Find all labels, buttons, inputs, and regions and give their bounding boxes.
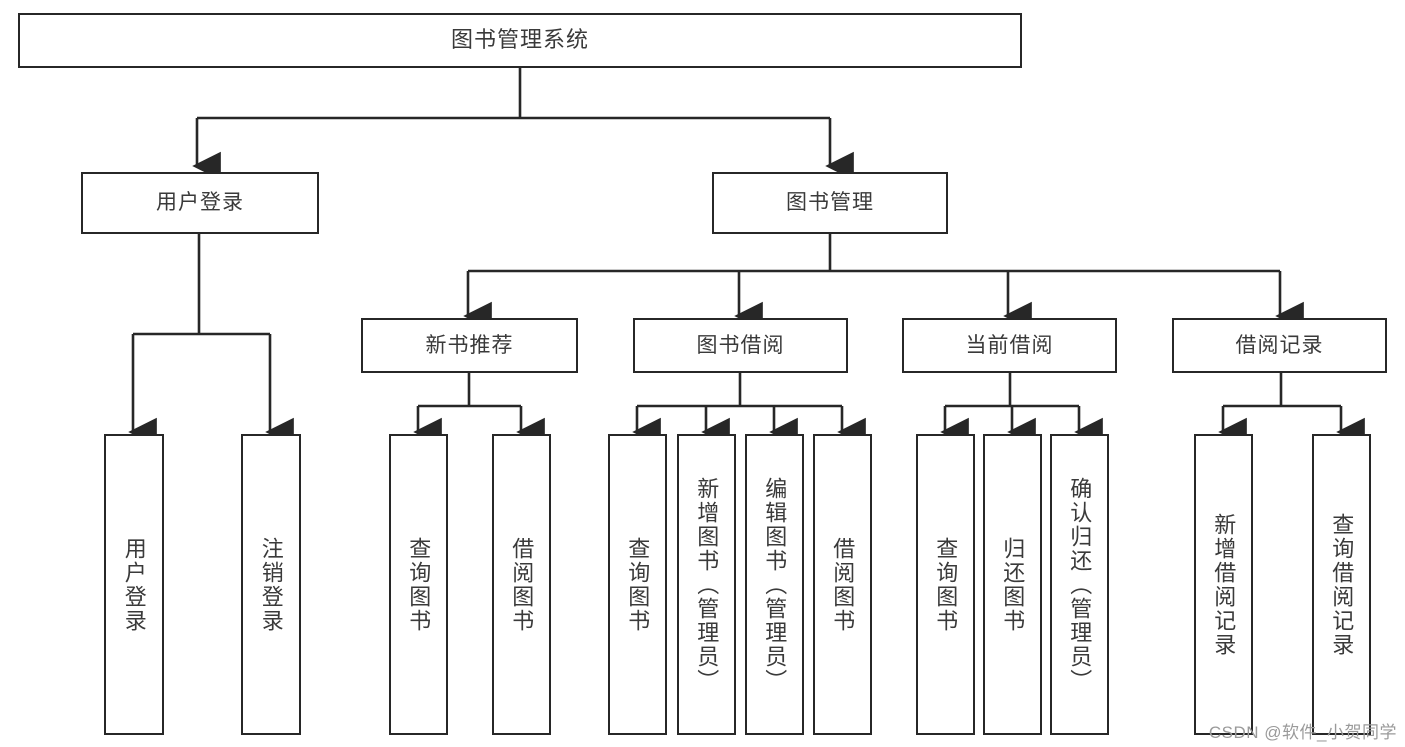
- leaf-borrow-borrow-book-label: 借阅图书: [830, 536, 856, 633]
- leaf-logout[interactable]: 注销登录: [241, 434, 301, 735]
- node-root-system[interactable]: 图书管理系统: [18, 13, 1022, 68]
- leaf-borrow-edit-book-admin[interactable]: 编辑图书（管理员）: [745, 434, 804, 735]
- leaf-user-login[interactable]: 用户登录: [104, 434, 164, 735]
- leaf-newbook-borrow-book[interactable]: 借阅图书: [492, 434, 551, 735]
- leaf-record-add-record-label: 新增借阅记录: [1211, 512, 1237, 657]
- leaf-newbook-borrow-book-label: 借阅图书: [509, 536, 535, 633]
- leaf-logout-label: 注销登录: [258, 536, 284, 633]
- leaf-current-return-book-label: 归还图书: [1000, 536, 1026, 633]
- csdn-watermark: CSDN @软件_小贺同学: [1208, 723, 1397, 742]
- node-new-book-recommend[interactable]: 新书推荐: [361, 318, 578, 373]
- leaf-user-login-label: 用户登录: [121, 536, 147, 633]
- node-current-borrow[interactable]: 当前借阅: [902, 318, 1117, 373]
- leaf-borrow-add-book-admin[interactable]: 新增图书（管理员）: [677, 434, 736, 735]
- leaf-current-query-book[interactable]: 查询图书: [916, 434, 975, 735]
- leaf-current-query-book-label: 查询图书: [933, 536, 959, 633]
- node-book-borrow[interactable]: 图书借阅: [633, 318, 848, 373]
- node-borrow-record[interactable]: 借阅记录: [1172, 318, 1387, 373]
- leaf-record-query-record-label: 查询借阅记录: [1329, 512, 1355, 657]
- leaf-newbook-query-book[interactable]: 查询图书: [389, 434, 448, 735]
- leaf-current-return-book[interactable]: 归还图书: [983, 434, 1042, 735]
- leaf-borrow-query-book[interactable]: 查询图书: [608, 434, 667, 735]
- leaf-current-confirm-return-admin[interactable]: 确认归还（管理员）: [1050, 434, 1109, 735]
- leaf-borrow-borrow-book[interactable]: 借阅图书: [813, 434, 872, 735]
- leaf-borrow-query-book-label: 查询图书: [625, 536, 651, 633]
- leaf-newbook-query-book-label: 查询图书: [406, 536, 432, 633]
- leaf-record-add-record[interactable]: 新增借阅记录: [1194, 434, 1253, 735]
- leaf-borrow-edit-book-admin-label: 编辑图书（管理员）: [762, 476, 788, 693]
- leaf-current-confirm-return-admin-label: 确认归还（管理员）: [1067, 476, 1093, 693]
- leaf-record-query-record[interactable]: 查询借阅记录: [1312, 434, 1371, 735]
- leaf-borrow-add-book-admin-label: 新增图书（管理员）: [694, 476, 720, 693]
- node-user-login[interactable]: 用户登录: [81, 172, 319, 234]
- node-book-management[interactable]: 图书管理: [712, 172, 948, 234]
